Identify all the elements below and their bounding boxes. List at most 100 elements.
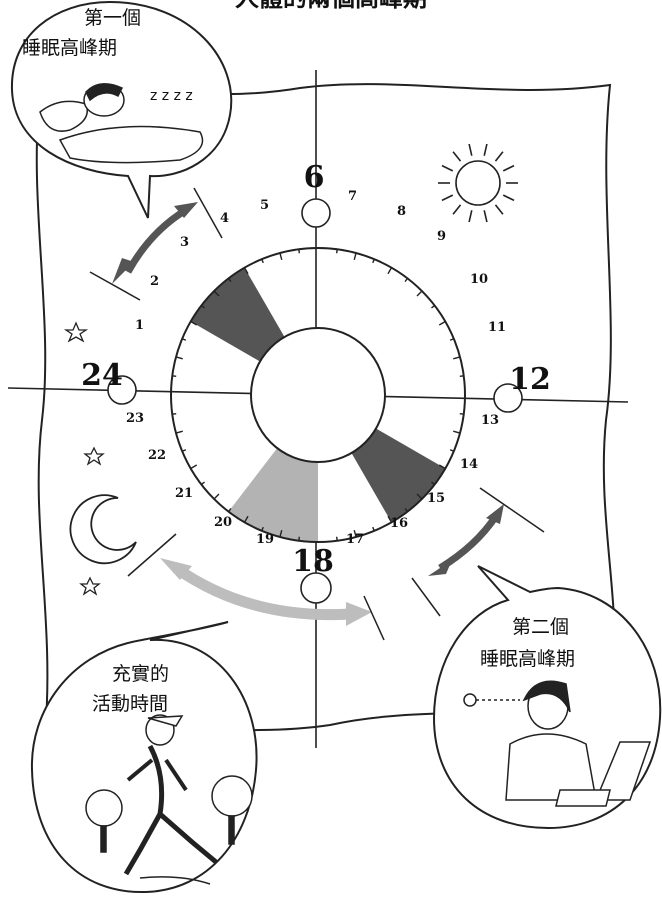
hour-label: 10 (470, 272, 488, 287)
clock-tick (227, 508, 232, 513)
clock-tick (261, 526, 264, 532)
clock-tick (279, 252, 283, 260)
clock-tick (261, 258, 264, 264)
second-peak-title-2: 睡眠高峰期 (480, 648, 575, 670)
clock-tick (438, 464, 446, 470)
outer-ring (170, 247, 466, 543)
sun-ray (502, 194, 515, 202)
marker-12 (493, 383, 523, 413)
tick-dashes (89, 187, 545, 641)
clock-tick (416, 290, 423, 297)
clock-tick (459, 412, 464, 415)
clock-tick (213, 493, 220, 500)
sun-ray (468, 210, 473, 223)
clock-tick (200, 481, 205, 486)
hour-label: 8 (397, 204, 406, 219)
sun-ray (441, 164, 454, 172)
clock-tick (175, 356, 183, 360)
hour-label: 4 (220, 211, 229, 226)
hour-label: 19 (256, 532, 274, 547)
clock-tick (213, 290, 220, 297)
clock-tick (243, 267, 249, 275)
sun-ray (494, 204, 504, 215)
hour-label: 1 (135, 318, 144, 333)
hour-label: 21 (175, 486, 193, 501)
hour-label: 14 (460, 457, 478, 472)
hour-label: 16 (390, 516, 408, 531)
clock-tick (372, 258, 375, 264)
clock-tick (190, 320, 198, 326)
clock-tick (353, 252, 357, 260)
hour-label: 7 (348, 189, 357, 204)
sun-ray (452, 204, 462, 215)
clock-tick (438, 320, 446, 326)
sun-ray (494, 151, 504, 162)
clock-tick (335, 536, 338, 541)
clock-tick (431, 304, 436, 309)
hour-label: 9 (437, 229, 446, 244)
major-label-18: 18 (292, 544, 334, 579)
clock-tick (459, 375, 464, 378)
clock-tick (453, 430, 461, 434)
clock-tick (190, 464, 198, 470)
clock-tick (175, 430, 183, 434)
active-time-bubble: 充實的 活動時間 (30, 621, 258, 894)
clock-tick (404, 508, 409, 513)
clock-tick (404, 277, 409, 282)
clock-ticks (172, 249, 464, 541)
second-peak-arrow (428, 504, 504, 576)
sun-icon (438, 143, 518, 223)
clock-tick (172, 412, 177, 415)
clock-tick (449, 449, 455, 452)
clock-tick (431, 481, 436, 486)
sun-ray (452, 151, 462, 162)
major-label-12: 12 (509, 362, 551, 397)
page-title: 人體的兩個高峰期 (235, 0, 427, 12)
hour-label: 23 (126, 411, 144, 426)
clock-tick (298, 536, 301, 541)
active-time-arrow (160, 558, 372, 626)
clock-tick (353, 530, 357, 538)
first-peak-arrow (112, 202, 198, 284)
hour-label: 22 (148, 448, 166, 463)
runner-illustration (85, 714, 253, 885)
clock-tick (181, 338, 187, 341)
first-peak-title-2: 睡眠高峰期 (22, 37, 117, 59)
hour-labels: 1 2 3 4 5 7 8 9 10 11 13 14 15 16 17 19 … (126, 189, 506, 547)
hour-label: 20 (214, 515, 232, 530)
first-sleep-peak-bubble: 第一個 睡眠高峰期 z z z z (10, 0, 233, 219)
clock-tick (181, 449, 187, 452)
marker-18 (300, 572, 332, 604)
hour-label: 11 (488, 320, 506, 335)
clock-tick (387, 515, 393, 523)
major-markers (107, 198, 523, 604)
hour-label: 5 (260, 198, 269, 213)
major-label-24: 24 (81, 358, 123, 393)
marker-6 (301, 198, 331, 228)
major-label-6: 6 (304, 160, 325, 195)
working-person-illustration (463, 680, 652, 807)
sleep-sound-text: z z z z (150, 88, 193, 104)
sun-ray (483, 143, 488, 156)
inner-circle (250, 327, 386, 463)
second-peak-title-1: 第二個 (512, 616, 569, 638)
clock-tick (335, 249, 338, 254)
sun-ray (441, 194, 454, 202)
clock-tick (372, 526, 375, 532)
clock-tick (243, 515, 249, 523)
clock-tick (279, 530, 283, 538)
second-sleep-peak-bubble: 第二個 睡眠高峰期 (432, 565, 662, 830)
clock-tick (172, 375, 177, 378)
hour-label: 13 (481, 413, 499, 428)
hour-label: 3 (180, 235, 189, 250)
clock-tick (200, 304, 205, 309)
clock-tick (453, 356, 461, 360)
active-time-title-2: 活動時間 (92, 693, 168, 715)
active-time-title-1: 充實的 (112, 663, 169, 685)
clock-tick (449, 338, 455, 341)
sun-ray (468, 143, 473, 156)
clock-tick (387, 267, 393, 275)
star-icon (63, 321, 105, 596)
active-time-segment (228, 448, 318, 542)
sun-ray (502, 164, 515, 172)
